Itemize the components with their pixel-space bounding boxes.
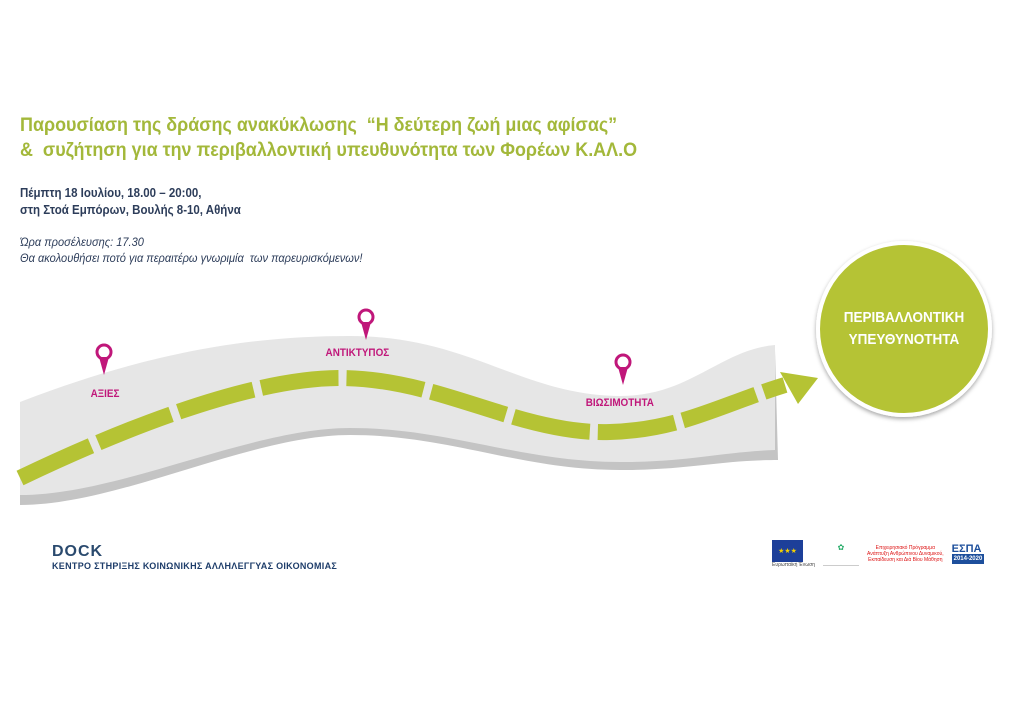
event-notes: Ώρα προσέλευσης: 17.30 Θα ακολουθήσει ποτ… [20,234,362,266]
espa-text: ΕΣΠΑ [951,543,982,555]
event-title: Παρουσίαση της δράσης ανακύκλωσης “Η δεύ… [20,113,637,163]
program-line: Επιχειρησιακό Πρόγραμμα [875,545,935,551]
milestone-label: ΒΙΩΣΙΜΟΤΗΤΑ [585,397,654,409]
eu-label: Ευρωπαϊκή Ένωση [772,562,815,568]
arrival-time: Ώρα προσέλευσης: 17.30 [20,235,144,249]
eu-flag-logo: ★★★Ευρωπαϊκή Ένωση [772,540,815,568]
milestone-label: ΑΝΤΙΚΤΥΠΟΣ [325,347,390,359]
road-center-line [16,369,788,486]
road-arrow-head [780,372,818,404]
title-line-2: & συζήτηση για την περιβαλλοντική υπευθυ… [20,139,638,161]
title-line-1: Παρουσίαση της δράσης ανακύκλωσης “Η δεύ… [20,114,618,136]
ministry-logo: ✿ [823,543,859,566]
sponsor-logos: ★★★Ευρωπαϊκή Ένωση ✿ Επιχειρησιακό Πρόγρ… [772,540,985,568]
event-location: στη Στοά Εμπόρων, Βουλής 8-10, Αθήνα [20,203,241,217]
event-date: Πέμπτη 18 Ιουλίου, 18.00 – 20:00, [20,186,202,200]
drinks-note: Θα ακολουθήσει ποτό για περαιτέρω γνωριμ… [20,251,363,265]
dock-logo: DOCK [52,543,104,560]
road [20,336,775,495]
program-line: Εκπαίδευση και Διά Βίου Μάθηση [868,557,943,563]
goal-line-1: ΠΕΡΙΒΑΛΛΟΝΤΙΚΗ [843,309,965,326]
espa-years: 2014-2020 [951,554,985,564]
milestone-label: ΑΞΙΕΣ [90,388,120,400]
program-line: Ανάπτυξη Ανθρώπινου Δυναμικού, [867,551,944,557]
map-pin-icon [95,343,113,375]
goal-circle [816,241,992,417]
goal-label: ΠΕΡΙΒΑΛΛΟΝΤΙΚΗ ΥΠΕΥΘΥΝΟΤΗΤΑ [827,262,982,396]
goal-line-2: ΥΠΕΥΘΥΝΟΤΗΤΑ [848,331,960,348]
map-pin-icon [614,353,632,385]
event-details: Πέμπτη 18 Ιουλίου, 18.00 – 20:00, στη Στο… [20,185,241,219]
org-name: ΚΕΝΤΡΟ ΣΤΗΡΙΞΗΣ ΚΟΙΝΩΝΙΚΗΣ ΑΛΛΗΛΕΓΓΥΑΣ Ο… [52,561,338,571]
map-pin-icon [357,308,375,340]
